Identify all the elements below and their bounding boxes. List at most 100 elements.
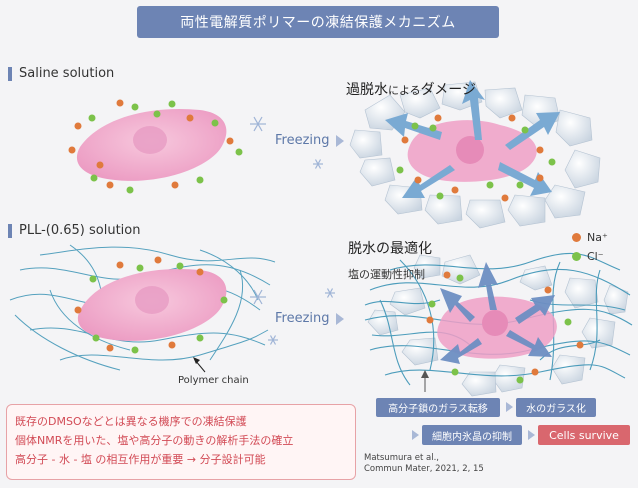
citation: Matsumura et al., Commun Mater, 2021, 2,… xyxy=(364,453,484,475)
ion-na xyxy=(531,368,539,376)
freezing-label-saline: Freezing xyxy=(275,133,344,148)
arrow-right-icon xyxy=(506,402,513,412)
ion-cl xyxy=(564,318,572,326)
summary-box: 既存のDMSOなどとは異なる機序での凍結保護 個体NMRを用いた、塩や高分子の動… xyxy=(6,404,356,480)
ion-na xyxy=(508,114,516,122)
summary-line: 高分子 - 水 - 塩 の相互作用が重要 → 分子設計可能 xyxy=(15,453,266,466)
ion-cl xyxy=(211,119,219,127)
ion-cl xyxy=(411,122,419,130)
na-dot-icon xyxy=(572,233,581,242)
result-cells-survive: Cells survive xyxy=(538,425,630,445)
legend-na: Na⁺ xyxy=(572,231,608,244)
section-label-saline-text: Saline solution xyxy=(19,66,115,81)
snowflake-icon xyxy=(268,335,278,345)
damaged-nucleus xyxy=(456,136,484,164)
ion-cl xyxy=(428,300,436,308)
snowflake-icons xyxy=(250,116,335,345)
freezing-label-pll: Freezing xyxy=(275,311,344,326)
ion-cl xyxy=(131,103,139,111)
ion-cl xyxy=(92,334,100,342)
snowflake-icon xyxy=(250,289,266,305)
citation-line2: Commun Mater, 2021, 2, 15 xyxy=(364,464,484,474)
ion-cl xyxy=(168,100,176,108)
summary-line: 既存のDMSOなどとは異なる機序での凍結保護 xyxy=(15,415,247,428)
arrow-right-icon xyxy=(335,312,344,325)
ion-cl xyxy=(456,274,464,282)
cl-dot-icon xyxy=(572,252,581,261)
ion-na xyxy=(501,194,509,202)
ion-cl xyxy=(451,368,459,376)
ion-cl xyxy=(486,181,494,189)
snowflake-icon xyxy=(250,116,266,132)
ion-cl xyxy=(429,124,437,132)
legend-cl-label: Cl⁻ xyxy=(587,250,604,263)
ion-na xyxy=(116,261,124,269)
ion-na xyxy=(414,176,422,184)
optimization-subheading: 塩の運動性抑制 xyxy=(348,268,425,281)
mech-step-ice-suppression: 細胞内氷晶の抑制 xyxy=(422,425,522,445)
ion-na xyxy=(186,114,194,122)
ion-na xyxy=(171,181,179,189)
section-marker xyxy=(8,223,12,238)
polymer-pointer-head xyxy=(193,357,200,364)
ion-na xyxy=(116,99,124,107)
polymer-chain-label: Polymer chain xyxy=(178,375,249,386)
ion-na xyxy=(154,256,162,264)
ion-cl xyxy=(88,114,96,122)
ion-cl xyxy=(516,181,524,189)
ion-na xyxy=(544,286,552,294)
ion-cl xyxy=(521,126,529,134)
pll-cell-group xyxy=(9,244,276,371)
mech-step-water-vitrification: 水のガラス化 xyxy=(516,398,596,417)
freezing-text: Freezing xyxy=(275,133,330,148)
frozen-protected-scene xyxy=(364,252,633,397)
legend-na-label: Na⁺ xyxy=(587,231,608,244)
ion-na xyxy=(68,146,76,154)
ion-na xyxy=(434,114,442,122)
ion-na xyxy=(426,316,434,324)
dehydration-arrows xyxy=(385,80,560,198)
section-label-saline: Saline solution xyxy=(8,66,114,81)
mechanism-pointer-head xyxy=(421,370,429,378)
ion-na xyxy=(536,174,544,182)
damage-heading-small: による xyxy=(388,84,421,97)
snowflake-icon xyxy=(313,159,323,169)
ion-na xyxy=(576,341,584,349)
ion-cl xyxy=(196,334,204,342)
ion-na xyxy=(536,146,544,154)
mech-step-glass-transition: 高分子鎖のガラス転移 xyxy=(376,398,500,417)
optimized-dehydration-arrows xyxy=(440,262,555,364)
legend-cl: Cl⁻ xyxy=(572,250,604,263)
section-label-pll: PLL-(0.65) solution xyxy=(8,223,141,238)
ion-na xyxy=(96,161,104,169)
ion-cl xyxy=(235,148,243,156)
ion-na xyxy=(168,341,176,349)
arrow-right-icon xyxy=(412,430,419,440)
snowflake-icon xyxy=(325,288,335,298)
saline-cell-group xyxy=(68,99,243,194)
ion-na xyxy=(401,136,409,144)
ion-na xyxy=(196,268,204,276)
ion-cl xyxy=(436,192,444,200)
ion-na xyxy=(106,181,114,189)
ion-na xyxy=(106,344,114,352)
ion-cl xyxy=(126,186,134,194)
ion-na xyxy=(74,306,82,314)
section-label-pll-text: PLL-(0.65) solution xyxy=(19,223,141,238)
page-title: 両性電解質ポリマーの凍結保護メカニズム xyxy=(137,6,499,38)
ion-cl xyxy=(196,176,204,184)
frozen-damaged-scene xyxy=(349,80,601,229)
protected-nucleus xyxy=(482,310,508,336)
section-marker xyxy=(8,66,12,81)
ion-cl xyxy=(89,275,97,283)
ion-cl xyxy=(548,158,556,166)
ion-cl xyxy=(220,296,228,304)
ion-cl xyxy=(90,174,98,182)
ion-na xyxy=(451,186,459,194)
ion-cl xyxy=(516,376,524,384)
freezing-text: Freezing xyxy=(275,311,330,326)
saline-nucleus xyxy=(133,126,167,154)
optimization-heading: 脱水の最適化 xyxy=(348,241,432,257)
citation-line1: Matsumura et al., xyxy=(364,453,440,463)
